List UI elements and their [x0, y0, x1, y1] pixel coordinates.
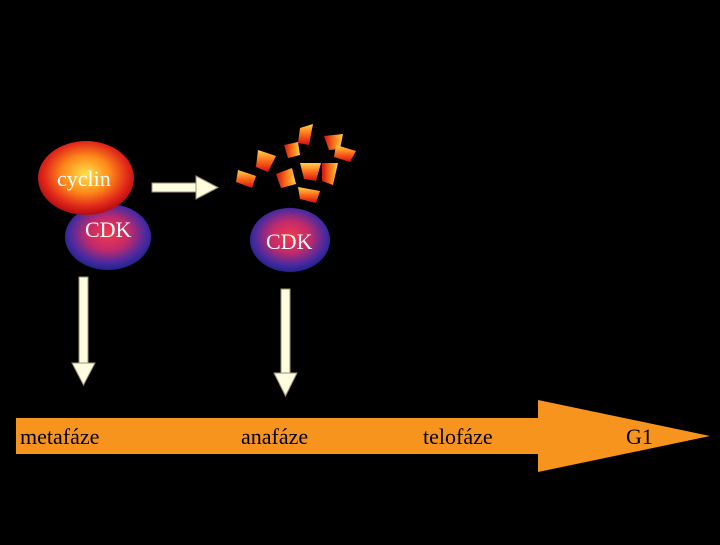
stage-label-anafaze: anafáze	[241, 424, 309, 449]
cyclin-label: cyclin	[57, 166, 111, 191]
timeline-arrow	[16, 400, 710, 472]
degradation-arrow	[151, 175, 220, 200]
cdk-complex-left	[65, 204, 151, 270]
stage-label-telofaze: telofáze	[423, 424, 493, 449]
stage-label-g1: G1	[626, 424, 653, 449]
down-arrow-right	[273, 288, 298, 398]
degraded-cyclin-fragments	[236, 124, 356, 203]
cdk-label-left: CDK	[85, 217, 132, 242]
stage-label-metafaze: metafáze	[20, 424, 100, 449]
cdk-complex-right	[250, 208, 330, 272]
cdk-label-right: CDK	[266, 229, 313, 254]
down-arrow-left	[71, 276, 96, 387]
cyclin-protein	[38, 141, 134, 215]
